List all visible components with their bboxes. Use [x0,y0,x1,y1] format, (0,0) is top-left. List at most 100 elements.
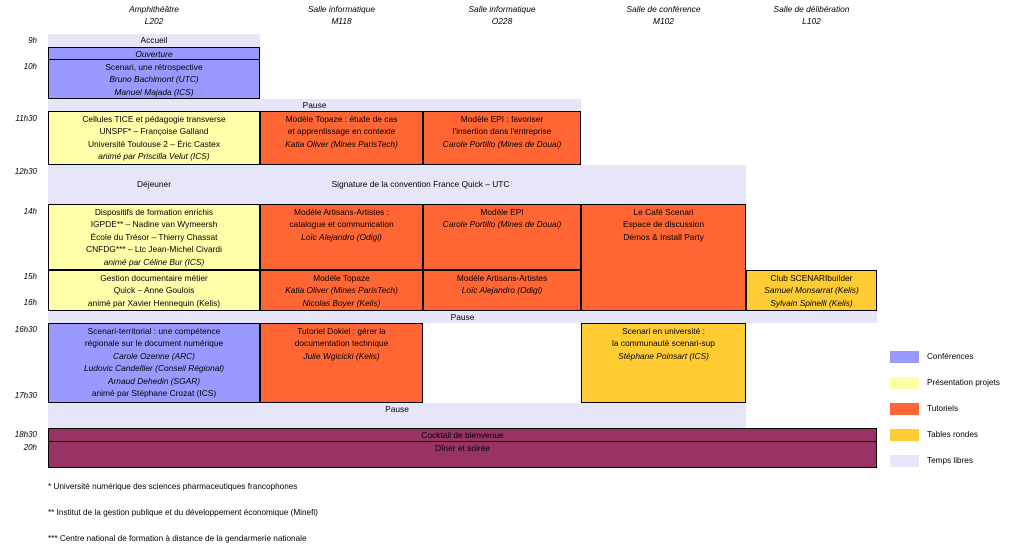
session-subtitle: Démos & Install Party [623,231,704,242]
speaker: Bruno Bachimont (UTC) [109,74,199,85]
legend-swatch-tutoriels [890,403,919,415]
speaker: Loïc Alejandro (Odigi) [461,285,543,296]
session-title: Scenari-territorial : une compétence [87,326,221,336]
accueil-slot: Accueil [48,34,260,47]
pause-label: Pause [385,404,409,414]
accueil-label: Accueil [140,35,168,45]
speaker: Stéphane Poinsart (ICS) [618,350,709,361]
speaker: École du Trésor – Thierry Chassat [90,231,218,242]
speaker: Université Toulouse 2 – Éric Castex [87,138,221,149]
dispositifs-session: Dispositifs de formation enrichis IGPDE*… [48,204,260,270]
session-title: Scenari, une rétrospective [105,62,203,72]
session-title: Modèle EPI [480,207,524,217]
ouverture-label: Ouverture [135,49,173,59]
session-title: documentation technique [294,338,389,349]
session-title: Cellules TICE et pédagogie transverse [82,114,226,124]
speaker: Arnaud Dehedin (SGAR) [107,375,201,386]
session-title: Tutoriel Dokiel : gérer la [297,326,386,336]
time-label: 20h [23,443,37,452]
session-title: Gestion documentaire métier [100,273,208,283]
time-label: 16h [23,298,37,307]
speaker: Katia Oliver (Mines ParisTech) [285,138,398,149]
legend-label: Temps libres [927,456,973,465]
cellules-tice-session: Cellules TICE et pédagogie transverse UN… [48,111,260,165]
pause-slot: Pause [48,403,746,428]
club-scenaribuilder-session: Club SCENARIbuilder Samuel Monsarrat (Ke… [746,270,877,311]
session-title: régionale sur le document numérique [84,338,224,349]
speaker: Katia Oliver (Mines ParisTech) [285,285,398,296]
speaker: UNSPF* – Françoise Galland [99,126,209,137]
session-subtitle: Espace de discussion [622,219,704,230]
session-title: Modèle Topaze : étude de cas [285,114,398,124]
epi-tutorial: Modèle EPI Carole Portillo (Mines de Dou… [423,204,581,270]
footnote: * Université numérique des sciences phar… [48,482,298,491]
pause-label: Pause [302,100,327,110]
speaker: Carole Portillo (Mines de Douai) [442,219,562,230]
moderator: animé par Priscilla Velut (ICS) [98,151,210,162]
time-label: 14h [23,207,37,216]
time-label: 11h30 [15,114,37,123]
session-title: catalogue et communication [289,219,394,230]
speaker: IGPDE** – Nadine van Wymeersh [90,219,218,230]
territorial-session: Scenari-territorial : une compétence rég… [48,323,260,403]
session-title: et apprentissage en contexte [287,126,396,137]
time-label: 18h30 [14,430,37,439]
diner-session: Dîner et soirée [48,441,877,468]
legend-swatch-projets [890,377,919,389]
legend-label: Conférences [927,352,974,361]
legend-swatch-temps-libres [890,455,919,467]
pause-slot: Pause [48,311,877,323]
speaker: Sylvain Spinelli (Kelis) [770,297,853,308]
diner-label: Dîner et soirée [435,443,490,453]
legend-label: Présentation projets [927,378,1000,387]
pause-slot: Pause [48,99,581,111]
session-title: la communauté scenari-sup [612,338,715,349]
session-title: Club SCENARIbuilder [770,273,853,283]
session-title: Modèle Artisans-Artistes : [294,207,389,217]
speaker: Nicolas Boyer (Kelis) [302,297,381,308]
pause-label: Pause [450,312,475,322]
footnote: *** Centre national de formation à dista… [48,534,307,543]
session-title: Dispositifs de formation enrichis [94,207,214,217]
speaker: Quick – Anne Goulois [113,285,195,296]
speaker: Carole Portillo (Mines de Douai) [442,138,562,149]
signature-label: Signature de la convention France Quick … [331,179,510,189]
session-title: Le Café Scenari [633,207,694,217]
speaker: Carole Ozenne (ARC) [113,350,195,361]
speaker: Manuel Majada (ICS) [114,86,194,97]
legend-label: Tutoriels [927,404,959,413]
time-label: 12h30 [14,167,37,176]
speaker: Loïc Alejandro (Odigi) [301,231,382,242]
session-title: Scenari en université : [622,326,705,336]
time-label: 10h [23,62,37,71]
speaker: Samuel Monsarrat (Kelis) [764,285,859,296]
moderator: animé par Xavier Hennequin (Kelis) [87,297,221,308]
time-label: 16h30 [14,325,37,334]
time-label: 15h [23,272,37,281]
session-title: Modèle EPI : favoriser [460,114,544,124]
dokiel-tutorial: Tutoriel Dokiel : gérer la documentation… [260,323,423,403]
session-title: Modèle Artisans-Artistes [456,273,548,283]
footnote: ** Institut de la gestion publique et du… [48,508,318,517]
session-title: l'insertion dans l'entreprise [452,126,552,137]
speaker: Ludovic Candellier (Conseil Régional) [83,363,225,374]
topaze-tutorial: Modèle Topaze : étude de cas et apprenti… [260,111,423,165]
moderator: animé par Stéphane Crozat (ICS) [91,388,217,399]
time-label: 17h30 [14,391,37,400]
speaker: CNFDG*** – Ltc Jean-Michel Civardi [86,244,222,255]
artisans-tutorial: Modèle Artisans-Artistes : catalogue et … [260,204,423,270]
dejeuner-slot [48,165,746,204]
cafe-scenari-session: Le Café Scenari Espace de discussion Dém… [581,204,746,311]
retrospective-session: Scenari, une rétrospective Bruno Bachimo… [48,59,260,99]
universite-session: Scenari en université : la communauté sc… [581,323,746,403]
speaker: Julie Wgicicki (Kelis) [303,350,380,361]
cocktail-label: Cocktail de bienvenue [421,430,504,440]
legend-label: Tables rondes [927,430,978,439]
time-label: 9h [28,36,37,45]
artisans-tutorial: Modèle Artisans-Artistes Loïc Alejandro … [423,270,581,311]
legend-swatch-tables-rondes [890,429,919,441]
topaze-tutorial: Modèle Topaze Katia Oliver (Mines ParisT… [260,270,423,311]
